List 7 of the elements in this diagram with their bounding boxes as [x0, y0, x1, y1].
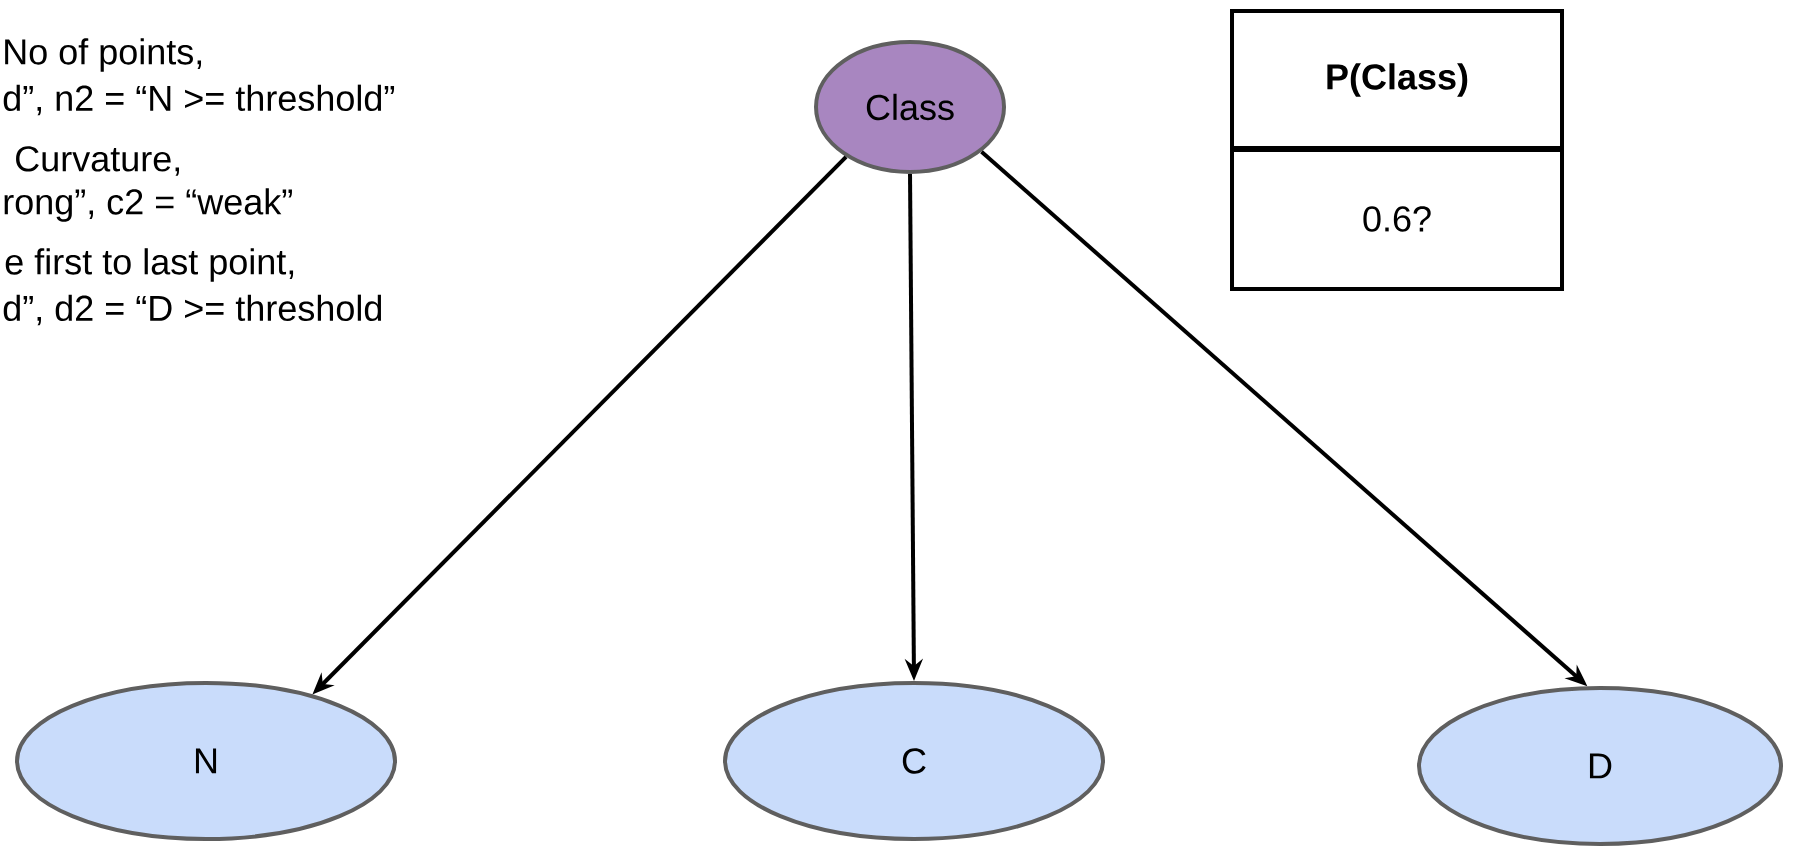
- annotation-text: No of points,: [5, 38, 202, 72]
- annotation-text: d”, n2 = “N >= threshold”: [3, 84, 395, 116]
- annotation-text: rong”, c2 = “weak”: [4, 188, 292, 222]
- annotation-text: e first to last point,: [5, 248, 294, 282]
- annotation-text: d”, d2 = “D >= threshold: [3, 294, 382, 326]
- annotation-text: Curvature,: [16, 146, 179, 176]
- probability-table: P(Class) 0.6?: [1230, 9, 1564, 291]
